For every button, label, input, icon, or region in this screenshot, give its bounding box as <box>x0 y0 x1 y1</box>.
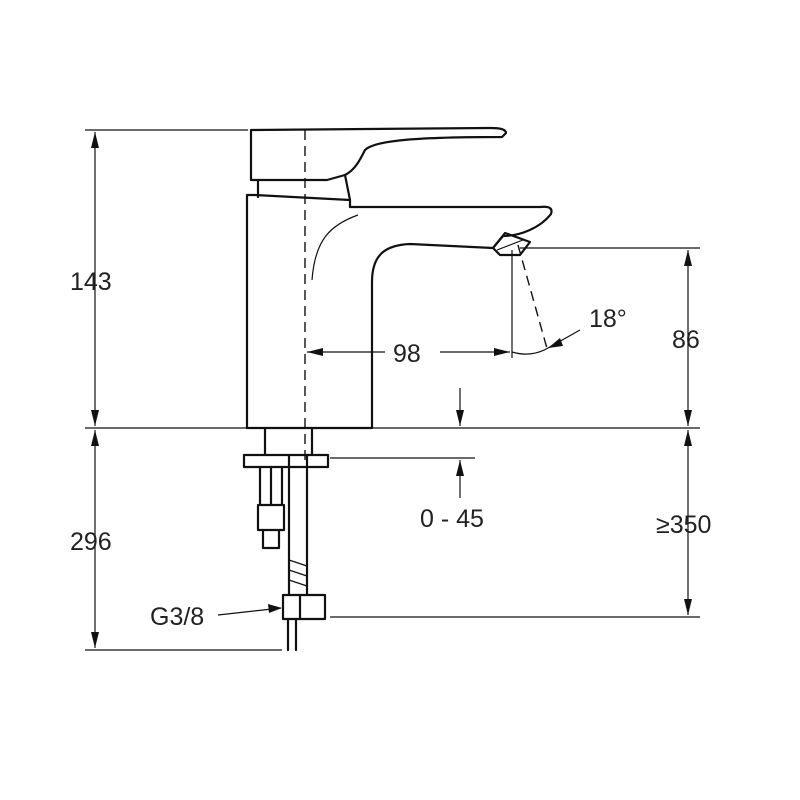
label-86: 86 <box>672 326 700 354</box>
flex-hose <box>287 453 309 597</box>
connector-nut <box>281 593 327 621</box>
label-98: 98 <box>393 340 421 368</box>
pipe-stub <box>286 617 298 652</box>
leader-g38 <box>217 604 282 616</box>
label-296: 296 <box>70 528 112 556</box>
fixing-plate <box>242 453 330 469</box>
lever-handle <box>249 126 508 182</box>
dimension-86 <box>684 250 692 426</box>
dimension-350 <box>684 430 692 615</box>
label-0-45: 0 - 45 <box>420 505 484 533</box>
extension-lines <box>85 129 700 651</box>
label-18-deg: 18° <box>589 305 627 333</box>
dimension-18-deg <box>511 329 581 355</box>
spout-angle-line <box>517 244 549 353</box>
label-350: ≥350 <box>656 511 711 539</box>
aerator-grille <box>496 239 524 251</box>
spout-inner-curve <box>311 214 359 281</box>
dimension-143 <box>91 132 99 426</box>
hose-braid <box>288 559 308 587</box>
dimension-98 <box>307 348 510 356</box>
faucet-body <box>245 193 553 430</box>
under-counter-parts <box>242 426 330 652</box>
faucet-outline <box>245 126 553 430</box>
dimension-0-45 <box>456 388 464 498</box>
label-g38: G3/8 <box>150 603 204 631</box>
dimension-296 <box>91 430 99 648</box>
label-143: 143 <box>70 268 112 296</box>
lever-neck <box>256 173 352 202</box>
threaded-shank <box>263 426 314 457</box>
